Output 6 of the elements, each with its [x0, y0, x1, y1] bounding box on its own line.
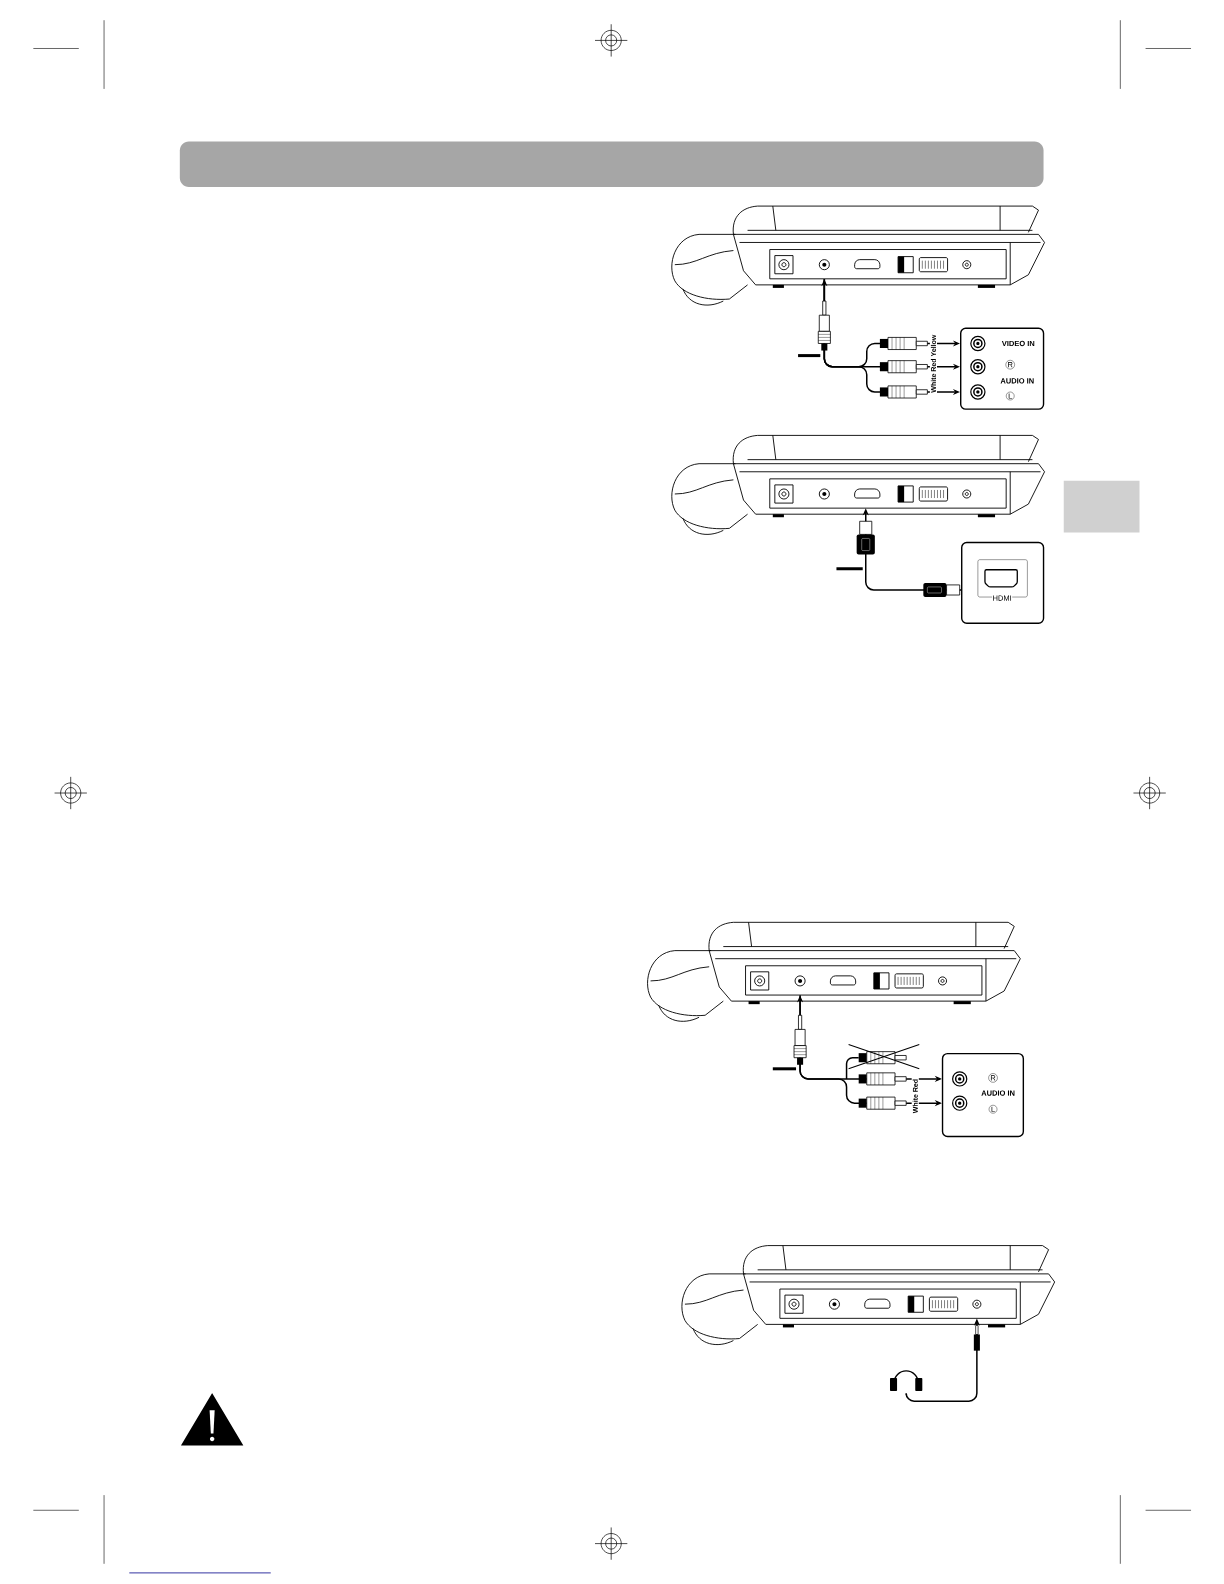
side-tab: [1063, 480, 1140, 533]
dvd-player-drawing: [671, 434, 1045, 535]
dvd-player-drawing: [671, 205, 1045, 306]
headphones-icon: [889, 1370, 923, 1392]
dvd-player-drawing: [646, 921, 1021, 1022]
dvd-player-drawing: [681, 1245, 1055, 1346]
